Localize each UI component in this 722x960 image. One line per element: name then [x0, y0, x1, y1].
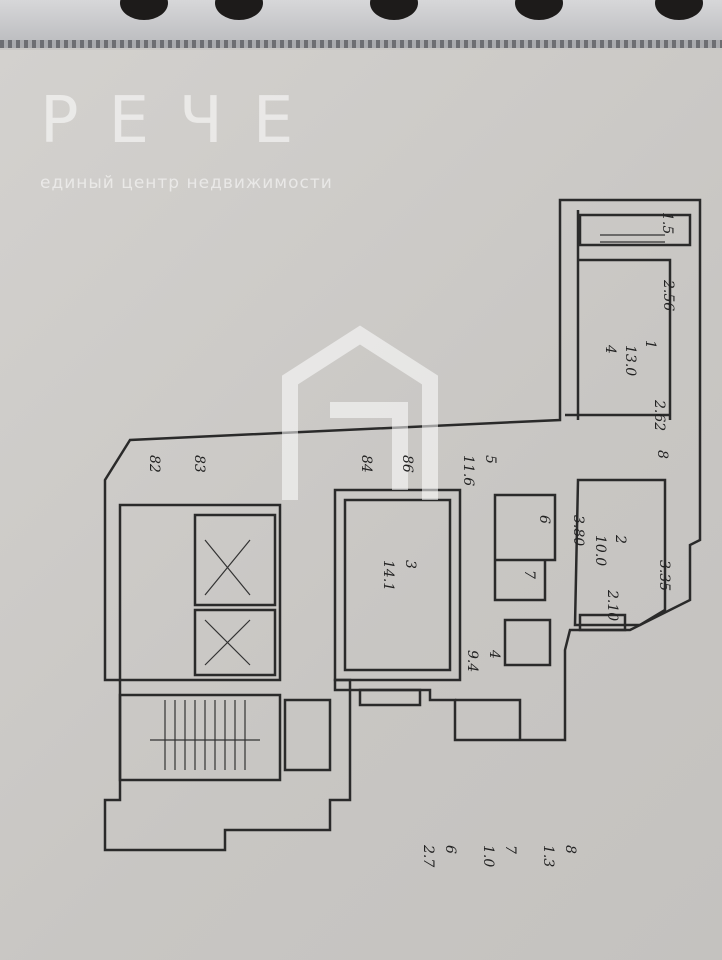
- legend-8-area: 1.3: [540, 845, 556, 867]
- room-2-number: 2: [612, 534, 628, 544]
- punch-hole: [515, 0, 563, 20]
- room-2-area: 10.0: [592, 535, 608, 566]
- punch-hole: [370, 0, 418, 20]
- room-1-area: 13.0: [622, 345, 638, 376]
- legend-6-number: 6: [442, 845, 458, 854]
- legend-6-area: 2.7: [420, 844, 436, 867]
- stair-and-lift-hatching: [150, 234, 665, 770]
- sheet-edge: [0, 40, 722, 48]
- room-1-extra: 4: [602, 344, 618, 354]
- room-6-number: 6: [536, 515, 552, 524]
- punch-hole: [120, 0, 168, 20]
- room-1-number: 1: [642, 340, 658, 349]
- room-4-number: 4: [486, 649, 502, 659]
- legend-8-number: 8: [562, 845, 578, 854]
- room-3-area: 14.1: [380, 560, 396, 591]
- room-8-number: 8: [654, 450, 670, 459]
- room-labels: 1 13.0 4 2 10.0 3 14.1 4 9.4 5 11.6 6 7 …: [146, 212, 676, 672]
- walls: [103, 198, 702, 852]
- punch-hole: [215, 0, 263, 20]
- room-4-area: 9.4: [464, 650, 480, 672]
- dimension: 2.62: [651, 399, 667, 431]
- dimension: 3.35: [656, 560, 672, 591]
- room-5-number: 5: [482, 455, 498, 464]
- legend-annotations: 6 2.7 7 1.0 8 1.3: [420, 844, 578, 867]
- binder-strip: [0, 0, 722, 48]
- room-7-number: 7: [521, 570, 537, 579]
- dimension: 3.80: [570, 515, 586, 546]
- wall-mark: 84: [358, 455, 374, 473]
- room-3-number: 3: [402, 560, 418, 569]
- dimension: 2.10: [604, 589, 620, 621]
- watermark-house-logo: [282, 325, 438, 500]
- watermark-subtitle: единый центр недвижимости: [40, 173, 333, 193]
- room-5-area: 11.6: [460, 455, 476, 486]
- legend-7-number: 7: [502, 845, 518, 854]
- wall-mark: 82: [146, 455, 162, 473]
- legend-7-area: 1.0: [480, 845, 496, 867]
- wall-mark: 83: [191, 455, 207, 473]
- watermark-brand: РЕЧЕ: [40, 84, 324, 158]
- wall-mark: 86: [399, 455, 415, 473]
- dimension: 2.56: [660, 279, 676, 311]
- punch-hole: [655, 0, 703, 20]
- room-9-area: 1.5: [659, 212, 675, 234]
